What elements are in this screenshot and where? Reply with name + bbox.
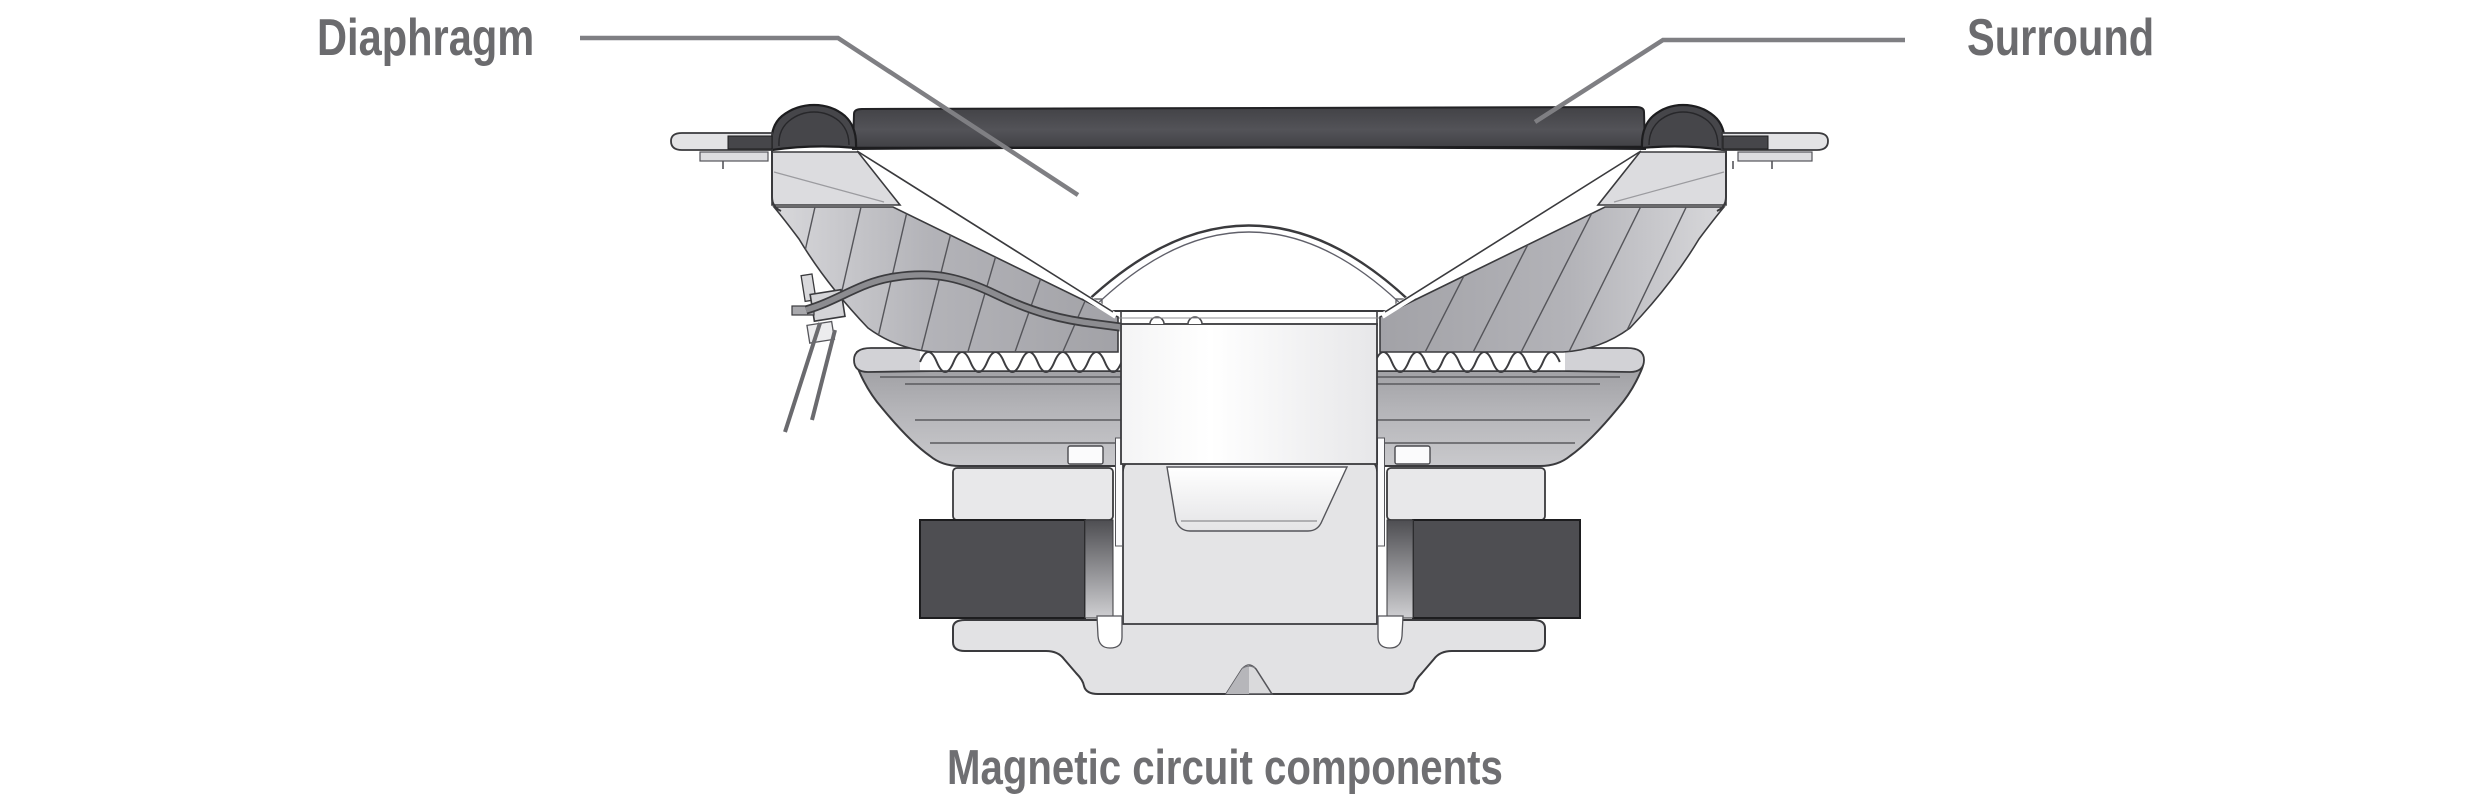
surround-roll-right bbox=[1640, 103, 1726, 152]
spider-lip-right bbox=[1559, 347, 1645, 373]
spider-lip-left bbox=[853, 347, 939, 373]
figure-caption: Magnetic circuit components bbox=[947, 741, 1503, 795]
gasket-band-right bbox=[1596, 150, 1727, 212]
gap-notch-right bbox=[1377, 615, 1404, 649]
yoke-back-plate bbox=[952, 619, 1546, 695]
top-plate-right bbox=[1386, 467, 1546, 521]
lead-wire-loop bbox=[1187, 316, 1203, 325]
surround-leader-line bbox=[1533, 37, 1905, 124]
magnet-left bbox=[919, 519, 1086, 619]
lead-wire-loop bbox=[1149, 316, 1165, 325]
cone-top-bottom-edge bbox=[855, 145, 1644, 150]
cone-neck bbox=[1076, 298, 1422, 319]
pole-recess-cup bbox=[1166, 466, 1349, 532]
terminal-pin bbox=[810, 329, 837, 421]
gasket-band-left bbox=[771, 150, 902, 212]
gap-notch-left bbox=[1096, 615, 1123, 649]
mounting-flange-left bbox=[670, 132, 773, 169]
voice-coil-former bbox=[1120, 312, 1378, 465]
magnet-inner-face-right bbox=[1386, 519, 1414, 619]
surround-roll-left bbox=[770, 103, 858, 152]
mounting-flange-right bbox=[1721, 132, 1829, 169]
cone-back-edge-right bbox=[1380, 152, 1640, 319]
bowl-tab-left bbox=[1067, 445, 1104, 465]
surround-label: Surround bbox=[1967, 9, 2155, 67]
diaphragm-label: Diaphragm bbox=[317, 9, 535, 67]
former-tube-right bbox=[1377, 437, 1385, 547]
spider-corrugation bbox=[919, 349, 1565, 373]
magnet-inner-face-left bbox=[1084, 519, 1114, 619]
former-tube-left bbox=[1115, 437, 1123, 547]
cone-back-edge-left bbox=[858, 152, 1118, 319]
tinsel-wire bbox=[804, 270, 1121, 332]
dust-cap-dome bbox=[1076, 224, 1421, 312]
diaphragm-leader-line bbox=[580, 35, 1080, 197]
magnet-right bbox=[1412, 519, 1581, 619]
top-plate-left bbox=[952, 467, 1114, 521]
terminal-pin bbox=[783, 322, 822, 433]
bowl-tab-right bbox=[1394, 445, 1431, 465]
